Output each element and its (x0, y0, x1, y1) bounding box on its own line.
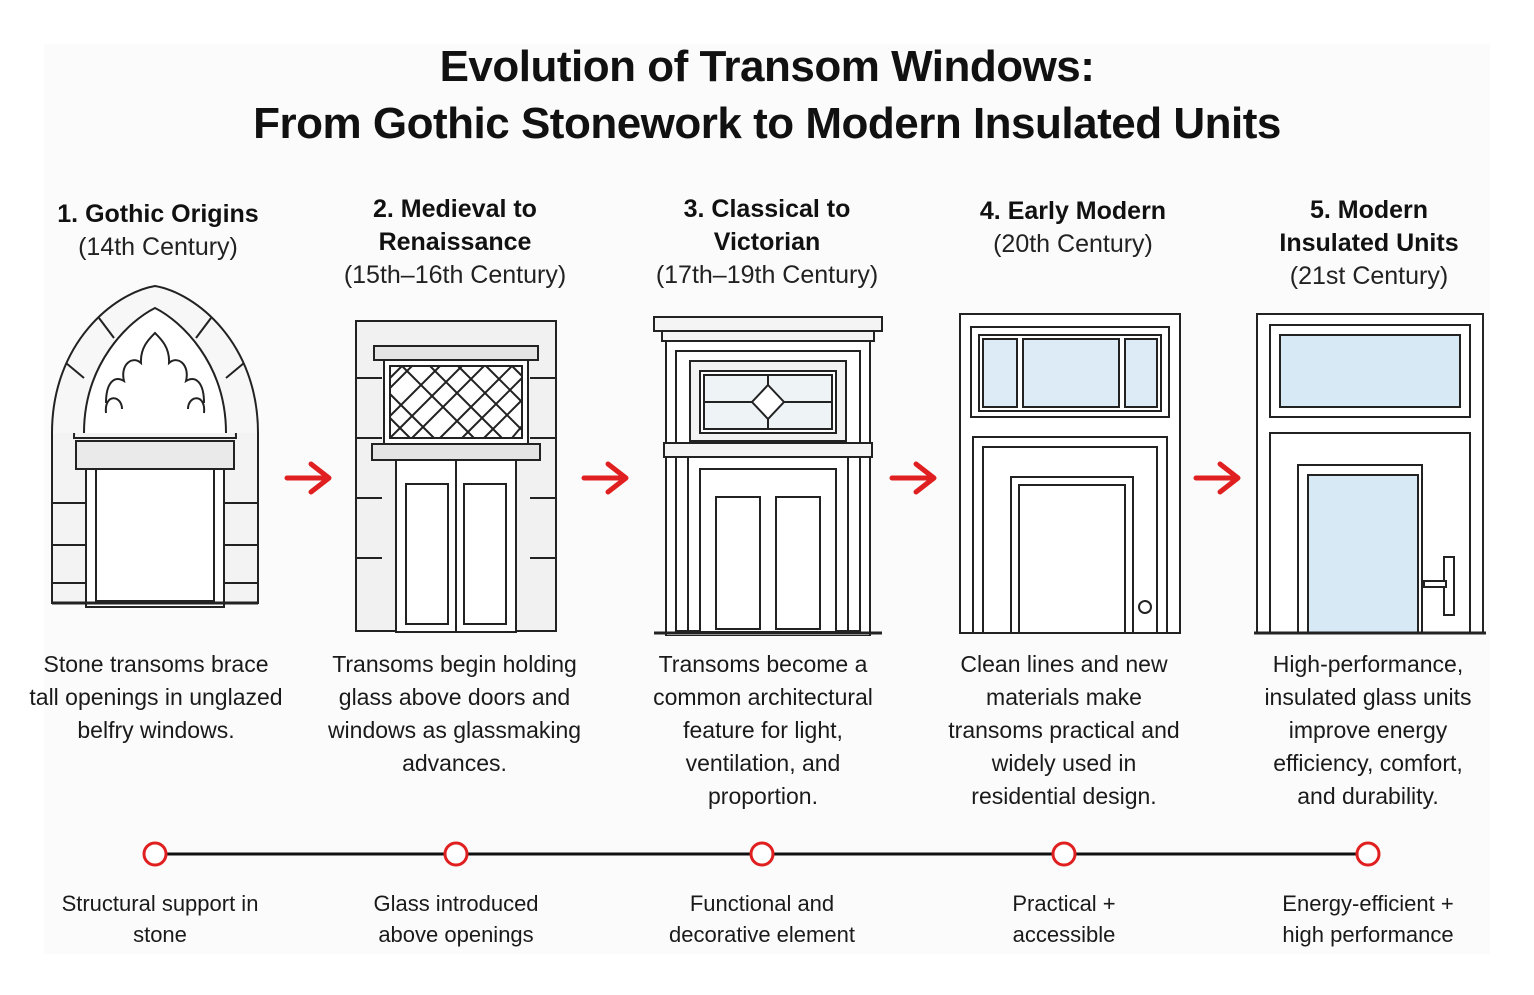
stage-1-description: Stone transoms brace tall openings in un… (29, 651, 283, 743)
stage-3-name-line-2: Victorian (713, 228, 821, 256)
arrow-right-icon (1193, 461, 1241, 495)
stage-1-heading: 1. Gothic Origins (14th Century) (8, 198, 308, 264)
stage-5-name-line-2: Insulated Units (1279, 229, 1459, 257)
timeline-marker-icon (142, 841, 168, 867)
stage-5-description: High-performance, insulated glass units … (1264, 651, 1472, 809)
stage-5-badge: Energy-efficient + high performance (1282, 891, 1454, 947)
renaissance-door-illustration (355, 320, 557, 633)
timeline-marker-icon (1355, 841, 1381, 867)
stage-1-name: 1. Gothic Origins (57, 200, 259, 228)
stage-4-era: (20th Century) (993, 230, 1153, 258)
page-title: Evolution of Transom Windows: From Gothi… (0, 38, 1534, 152)
stage-2-heading: 2. Medieval to Renaissance (15th–16th Ce… (305, 193, 605, 292)
stage-3-description: Transoms become a common architectural f… (653, 651, 873, 809)
stage-5-heading: 5. Modern Insulated Units (21st Century) (1219, 194, 1519, 293)
early-modern-door-illustration (959, 313, 1181, 634)
stage-3-heading: 3. Classical to Victorian (17th–19th Cen… (617, 193, 917, 292)
stage-3-era: (17th–19th Century) (655, 261, 879, 289)
stage-5-era: (21st Century) (1289, 262, 1449, 290)
stage-2-badge: Glass introduced above openings (373, 891, 539, 947)
arrow-right-icon (284, 461, 332, 495)
stage-4-heading: 4. Early Modern (20th Century) (923, 195, 1223, 261)
modern-insulated-door-illustration (1254, 313, 1486, 635)
title-line-1: Evolution of Transom Windows: (439, 42, 1095, 91)
stage-1-era: (14th Century) (78, 233, 238, 261)
stage-1-badge: Structural support in stone (61, 891, 259, 947)
timeline-marker-icon (749, 841, 775, 867)
victorian-door-illustration (653, 316, 883, 636)
stage-2-description: Transoms begin holding glass above doors… (327, 651, 582, 776)
stage-3-name-line-1: 3. Classical to (683, 195, 851, 223)
stage-4-badge: Practical + accessible (1012, 891, 1116, 947)
gothic-window-illustration (51, 284, 259, 608)
timeline (142, 841, 1381, 867)
stage-4-name: 4. Early Modern (979, 197, 1167, 225)
arrow-right-icon (581, 461, 629, 495)
timeline-marker-icon (1051, 841, 1077, 867)
stage-4-description: Clean lines and new materials make trans… (948, 651, 1180, 809)
stage-2-name-line-2: Renaissance (378, 228, 532, 256)
stage-3-badge: Functional and decorative element (669, 891, 855, 947)
timeline-marker-icon (443, 841, 469, 867)
stage-5-name-line-1: 5. Modern (1309, 196, 1429, 224)
title-line-2: From Gothic Stonework to Modern Insulate… (253, 99, 1281, 148)
stage-2-name-line-1: 2. Medieval to (373, 195, 537, 223)
arrow-right-icon (889, 461, 937, 495)
stage-2-era: (15th–16th Century) (343, 261, 567, 289)
